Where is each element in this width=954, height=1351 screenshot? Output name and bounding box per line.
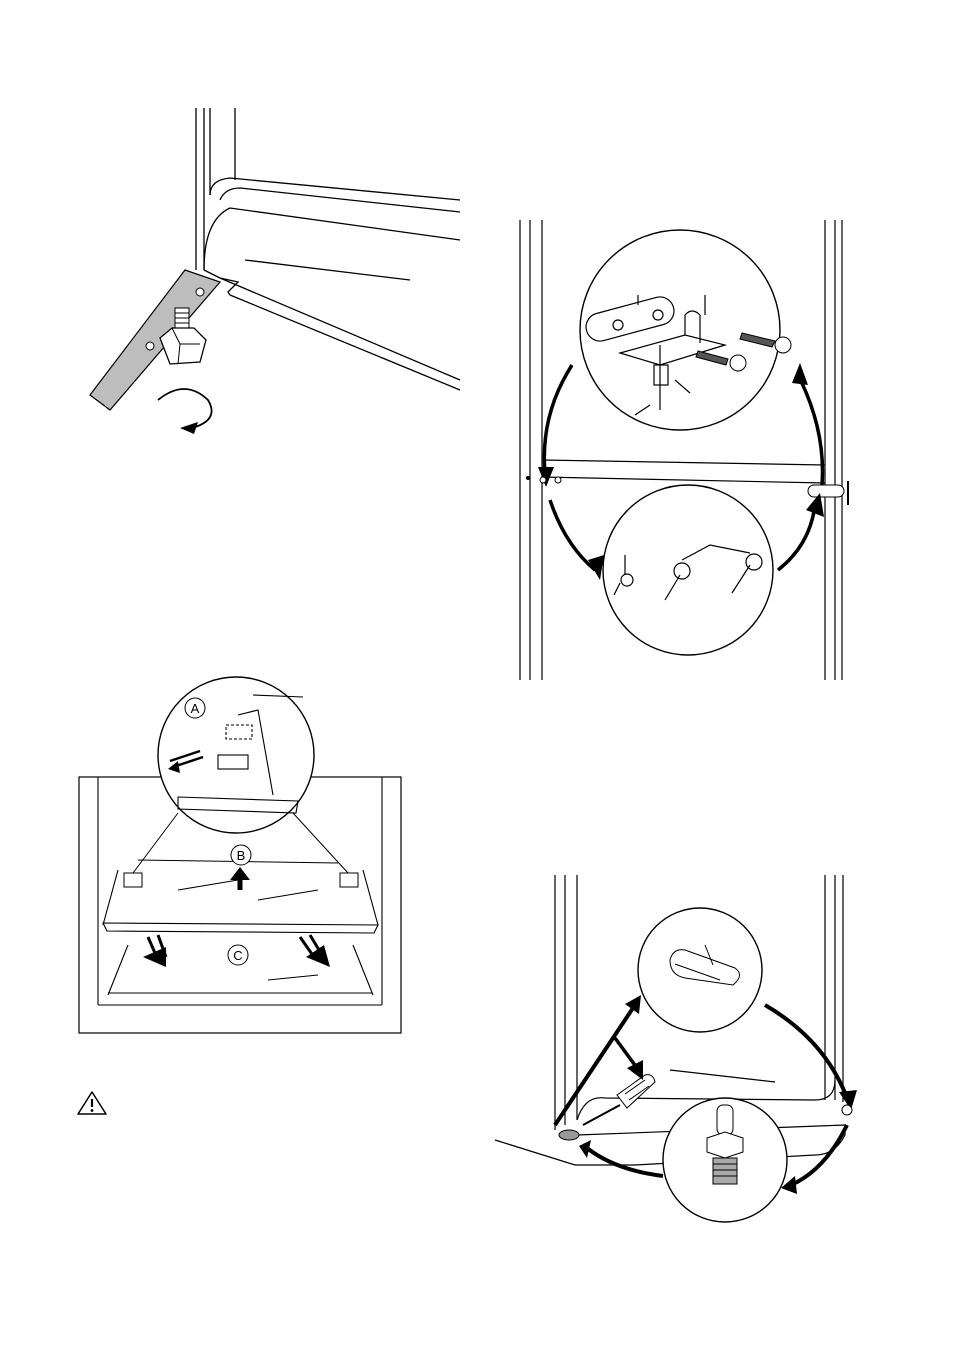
label-a: A <box>191 701 200 716</box>
label-b: B <box>237 848 246 863</box>
bottom-hinge-illustration <box>495 870 875 1220</box>
label-c: C <box>233 948 242 963</box>
top-hinge-reversal-illustration <box>510 215 860 685</box>
warning-triangle-icon <box>76 1090 108 1116</box>
adjustable-foot-illustration <box>80 100 470 440</box>
shelf-removal-illustration: A B C <box>78 675 408 1035</box>
